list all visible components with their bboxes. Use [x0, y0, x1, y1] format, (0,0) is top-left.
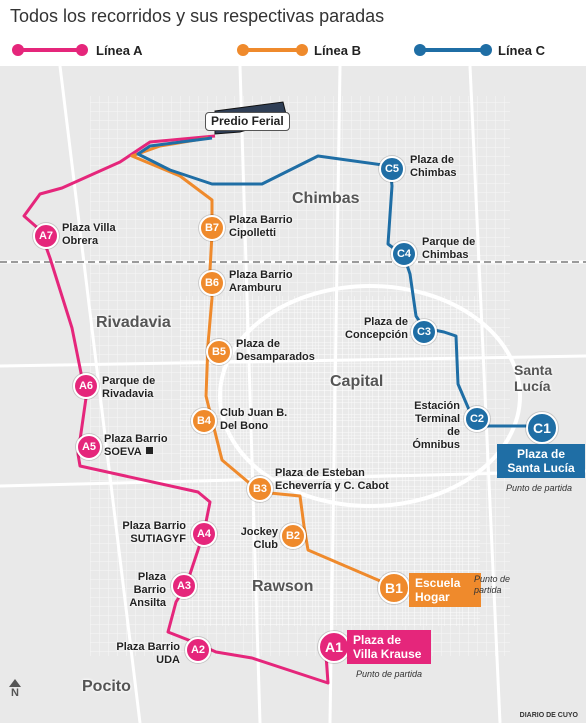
ring-road [218, 284, 522, 508]
legend-line-a-label[interactable]: Línea A [96, 43, 143, 58]
stop-a1[interactable]: A1 [318, 631, 350, 663]
district-pocito: Pocito [82, 678, 131, 695]
soeva-marker-icon [146, 447, 153, 454]
legend-swatches [12, 44, 492, 56]
route-map[interactable]: Predio Ferial Chimbas Rivadavia Capital … [0, 66, 586, 723]
stop-a6[interactable]: A6 [73, 373, 99, 399]
north-arrow-icon: N [8, 679, 22, 701]
district-capital: Capital [330, 373, 384, 390]
c1-start-note: Punto de partida [506, 483, 573, 493]
legend-line-b-swatch [237, 44, 308, 56]
stop-c5-label: Plaza de Chimbas [410, 154, 457, 179]
district-chimbas: Chimbas [292, 190, 360, 207]
stop-c4[interactable]: C4 [391, 241, 417, 267]
stop-a2[interactable]: A2 [185, 637, 211, 663]
legend-line-c-label[interactable]: Línea C [498, 43, 545, 58]
legend: Línea A Línea B Línea C [0, 36, 586, 62]
stop-a5-label: Plaza Barrio SOEVA [104, 433, 168, 458]
map-title: Todos los recorridos y sus respectivas p… [10, 6, 385, 26]
stop-a4-label: Plaza Barrio SUTIAGYF [122, 520, 186, 545]
predio-ferial-label: Predio Ferial [205, 112, 290, 131]
legend-line-c-swatch [414, 44, 492, 56]
stop-b7-label: Plaza Barrio Cipolletti [229, 214, 293, 239]
stop-b2[interactable]: B2 [280, 523, 306, 549]
stop-c4-label: Parque de Chimbas [422, 236, 476, 261]
stop-c1[interactable]: C1 [526, 412, 558, 444]
stop-b6[interactable]: B6 [199, 270, 225, 296]
stop-b5-label: Plaza de Desamparados [236, 338, 315, 363]
stop-b5[interactable]: B5 [206, 339, 232, 365]
legend-line-b-label[interactable]: Línea B [314, 43, 361, 58]
credit: DIARIO DE CUYO [519, 712, 578, 719]
stop-b4-label: Club Juan B. Del Bono [220, 407, 288, 432]
stop-c2-label: Estación Terminal de Ómnibus [412, 400, 460, 451]
stop-a3-label: Plaza Barrio Ansilta [129, 571, 166, 609]
map-base [0, 66, 586, 723]
b1-start-note: Punto de partida [474, 574, 511, 595]
district-santa-lucia: Santa Lucía [514, 362, 553, 394]
stop-b1-label: Escuela Hogar [409, 573, 481, 607]
line-b-route [130, 136, 393, 588]
stop-b3[interactable]: B3 [247, 476, 273, 502]
district-rawson: Rawson [252, 578, 314, 595]
stop-a4[interactable]: A4 [191, 521, 217, 547]
north-label: N [11, 687, 19, 699]
stop-b3-label: Plaza de Esteban Echeverría y C. Cabot [275, 467, 389, 492]
stop-b7[interactable]: B7 [199, 215, 225, 241]
line-c-route [136, 136, 542, 428]
stop-a3[interactable]: A3 [171, 573, 197, 599]
a1-start-note: Punto de partida [356, 669, 423, 679]
stop-a5[interactable]: A5 [76, 434, 102, 460]
stop-b6-label: Plaza Barrio Aramburu [229, 269, 293, 294]
legend-line-a-swatch [12, 44, 88, 56]
stop-c5[interactable]: C5 [379, 156, 405, 182]
stop-c3[interactable]: C3 [411, 319, 437, 345]
stop-b2-label: Jockey Club [240, 526, 278, 551]
stop-c1-label: Plaza de Santa Lucía [497, 444, 585, 478]
stop-b1[interactable]: B1 [378, 572, 410, 604]
stop-a1-label: Plaza de Villa Krause [347, 630, 431, 664]
district-rivadavia: Rivadavia [96, 314, 171, 331]
stop-a2-label: Plaza Barrio UDA [116, 641, 180, 666]
stop-a7[interactable]: A7 [33, 223, 59, 249]
stop-b4[interactable]: B4 [191, 408, 217, 434]
stop-c2[interactable]: C2 [464, 406, 490, 432]
stop-c3-label: Plaza de Concepción [345, 316, 408, 341]
stop-a6-label: Parque de Rivadavia [102, 375, 156, 400]
stop-a7-label: Plaza Villa Obrera [62, 222, 116, 247]
